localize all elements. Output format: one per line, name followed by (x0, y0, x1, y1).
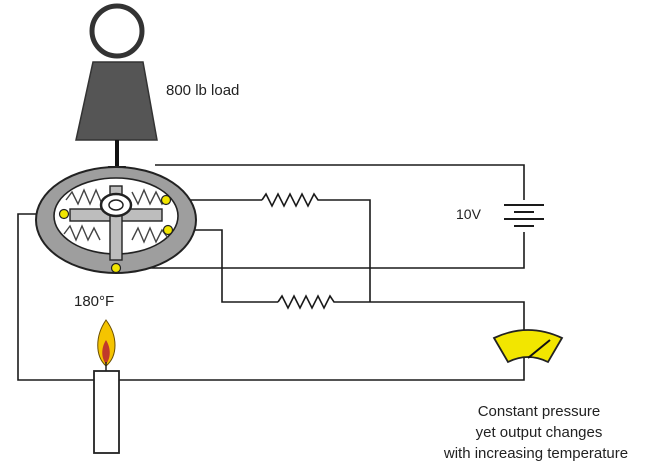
weight-body (75, 61, 158, 141)
voltage-label: 10V (456, 206, 482, 222)
flame-inner (102, 340, 110, 364)
lower-resistor (277, 294, 338, 310)
load-cell-hub-core (108, 199, 124, 211)
load-cell-springs (63, 188, 169, 244)
meter (492, 329, 564, 364)
meter-face (492, 329, 564, 364)
candle-body (93, 370, 120, 454)
meter-needle (527, 339, 551, 359)
weight-ring (89, 3, 145, 59)
terminal-bottom (110, 262, 122, 274)
circuit-wires (17, 164, 525, 381)
caption-line-2: yet output changes (476, 424, 603, 441)
temperature-label: 180°F (74, 293, 114, 310)
load-cell (35, 166, 197, 274)
upper-resistor (261, 192, 322, 208)
weight (75, 3, 158, 182)
caption-line-3: with increasing temperature (443, 445, 628, 462)
battery (504, 204, 544, 227)
caption: Constant pressure yet output changes wit… (443, 403, 628, 462)
caption-line-1: Constant pressure (478, 403, 601, 420)
terminal-right-lower (162, 224, 174, 236)
load-label: 800 lb load (166, 82, 239, 99)
terminal-right-upper (160, 194, 172, 206)
terminal-left (58, 208, 70, 220)
candle (93, 319, 120, 454)
